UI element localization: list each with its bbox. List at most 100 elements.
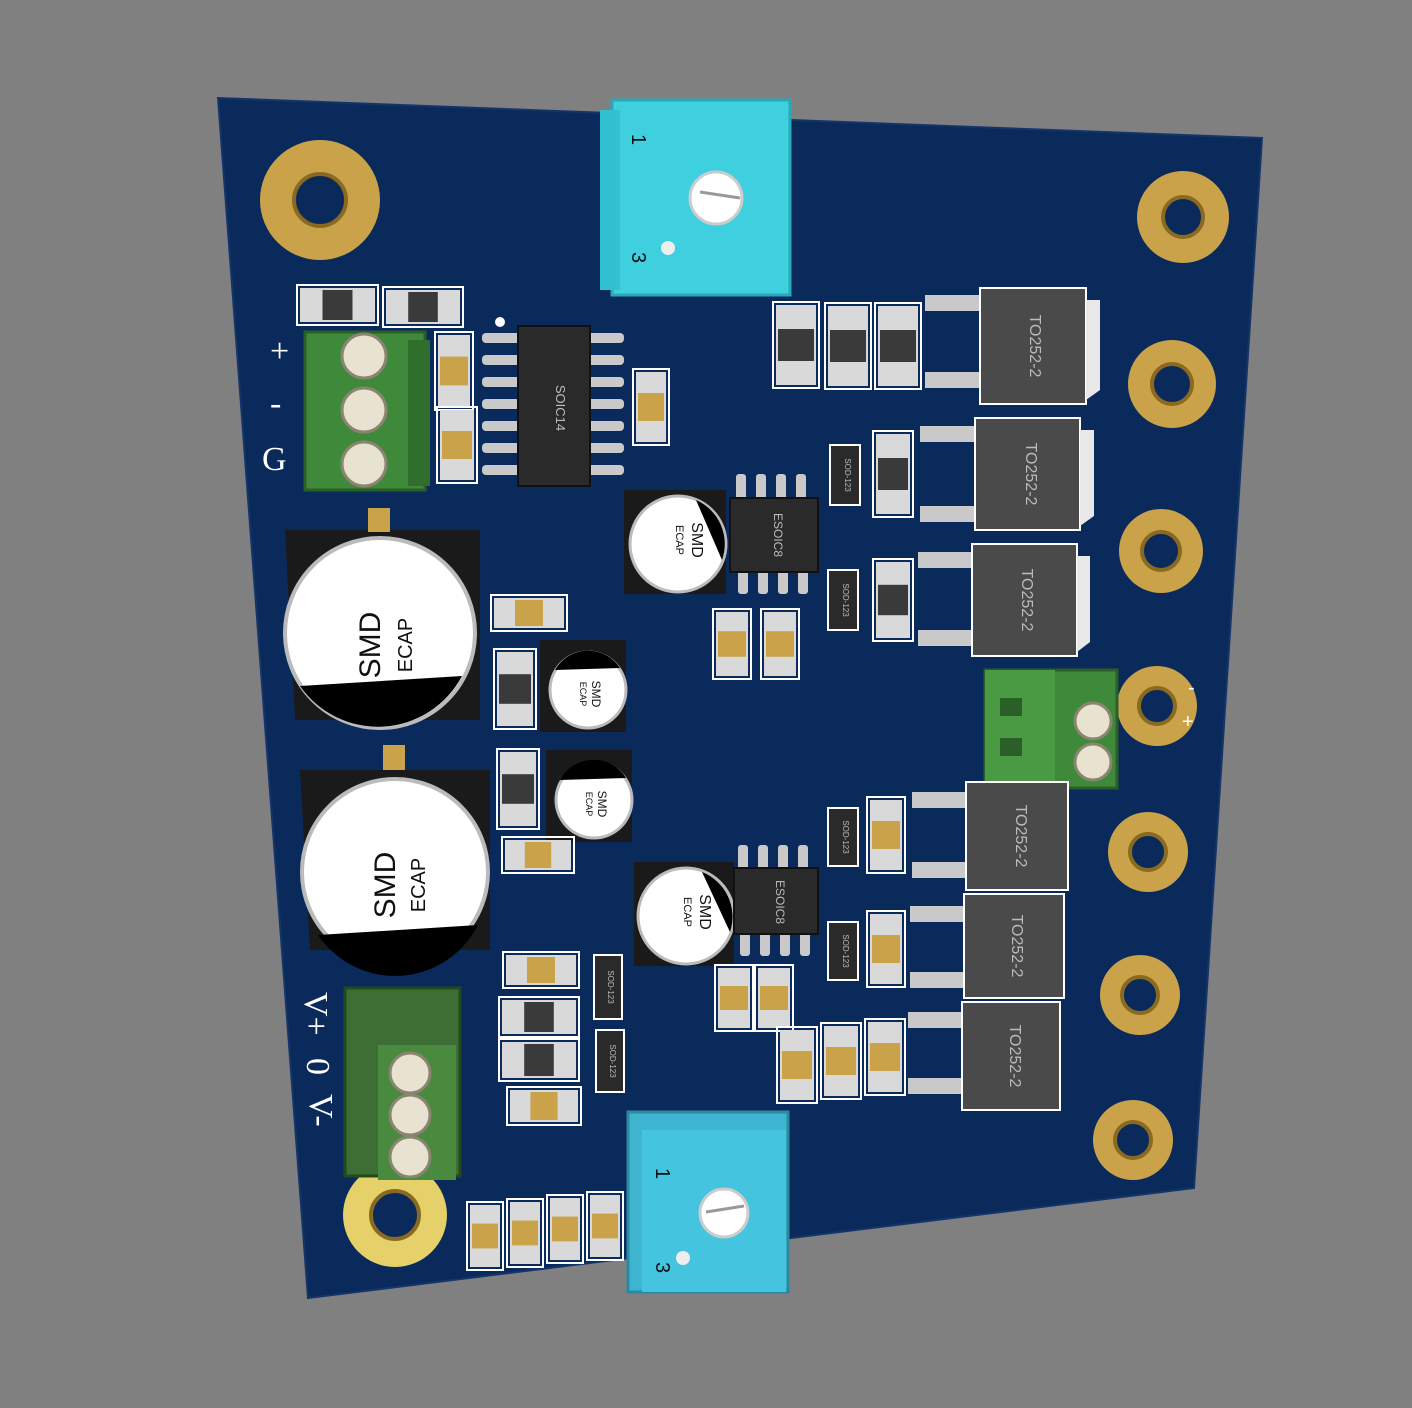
silk-zero: 0 [299,1058,336,1075]
smd-component [872,558,914,642]
capacitor-small-3: SMD ECAP [624,490,728,594]
mounting-hole [1128,340,1216,428]
ic-esoic8-bottom: ESOIC8 [733,845,819,956]
mounting-hole [343,1163,447,1267]
diode-label: SOD-123 [841,820,850,854]
mounting-hole [1093,1100,1173,1180]
silk-vplus: V+ [297,992,334,1036]
regulator-6-label: TO252-2 [1006,1025,1023,1088]
mounting-hole [260,140,380,260]
smd-component [864,1018,906,1096]
smd-component [382,286,464,328]
smd-component [824,302,872,390]
smd-component [496,748,540,830]
smd-component [754,964,794,1032]
ic-soic14: SOIC14 [482,317,624,487]
regulator-5-label: TO252-2 [1008,915,1025,978]
regulator-4: TO252-2 [912,781,1069,891]
regulator-6: TO252-2 [908,1001,1061,1111]
terminal-block-supply [343,986,462,1180]
trimmer-top-pin1: 1 [627,134,649,145]
regulator-2-label: TO252-2 [1022,443,1039,506]
terminal-block-output: - + [983,668,1195,790]
cap-small-4-line2: ECAP [681,897,693,927]
cap-large-1-line2: ECAP [395,618,417,672]
smd-component [506,1198,544,1268]
smd-component [498,996,580,1038]
silk-plus: + [270,333,289,370]
smd-component [772,301,820,389]
cap-small-2-line1: SMD [595,791,609,818]
smd-component [490,594,568,632]
diode-sod123: SOD-123 [595,1029,625,1093]
trimmer-top: 1 3 [600,98,792,297]
smd-component [586,1191,624,1261]
cap-small-3-line1: SMD [688,522,705,558]
diode-label: SOD-123 [608,1044,617,1078]
capacitor-small-1: SMD ECAP [540,640,628,732]
diode-label: SOD-123 [606,970,615,1004]
smd-passives [296,284,922,1271]
cap-large-2-line2: ECAP [408,858,430,912]
mounting-hole [1117,666,1197,746]
smd-component [466,1201,504,1271]
cap-large-2-line1: SMD [369,852,402,919]
cap-large-1-line1: SMD [354,612,387,679]
capacitor-small-2: SMD ECAP [546,750,634,842]
smd-component [546,1194,584,1264]
regulator-1-label: TO252-2 [1026,315,1043,378]
silk-minus: - [270,385,281,422]
smd-component [434,331,474,411]
silk-out-plus: + [1182,711,1194,733]
silk-vminus: V- [302,1094,339,1127]
silk-ground: G [262,441,287,478]
trimmer-bottom-pin1: 1 [651,1168,673,1179]
smd-component [776,1026,818,1104]
smd-component [502,951,580,989]
mounting-holes [260,140,1229,1267]
smd-component [501,836,575,874]
diode-sod123: SOD-123 [827,921,859,981]
cap-small-1-line1: SMD [589,681,603,708]
trimmer-top-pin3: 3 [627,252,649,263]
regulator-3: TO252-2 [918,543,1090,657]
trimmer-bottom: 1 3 [626,1110,790,1294]
diode-sod123: SOD-123 [593,954,623,1020]
ic-esoic8-top: ESOIC8 [729,474,819,594]
ic-soic14-label: SOIC14 [553,385,568,431]
smd-component [712,608,752,680]
silk-out-minus: - [1188,677,1195,699]
smd-component [506,1086,582,1126]
smd-component [760,608,800,680]
diode-label: SOD-123 [841,934,850,968]
mounting-hole [1108,812,1188,892]
smd-component [874,302,922,390]
mounting-hole [1100,955,1180,1035]
capacitor-large-1: SMD ECAP [283,508,480,730]
smd-component [866,796,906,874]
mounting-hole [1137,171,1229,263]
smd-component [632,368,670,446]
regulator-1: TO252-2 [925,287,1100,405]
regulator-3-label: TO252-2 [1018,569,1035,632]
smd-component [866,910,906,988]
regulator-2: TO252-2 [920,417,1094,531]
ic-esoic8-bottom-label: ESOIC8 [773,880,787,924]
regulator-4-label: TO252-2 [1012,805,1029,868]
trimmer-bottom-pin3: 3 [651,1262,673,1273]
smd-component [498,1038,580,1082]
cap-small-3-line2: ECAP [673,525,685,555]
diode-sod123: SOD-123 [827,569,859,631]
diode-sod123: SOD-123 [827,807,859,867]
cap-small-1-line2: ECAP [578,682,588,707]
smd-component [820,1022,862,1100]
cap-small-4-line1: SMD [696,894,713,930]
capacitor-small-4: SMD ECAP [634,862,736,966]
smd-component [493,648,537,730]
capacitor-large-2: SMD ECAP [300,745,490,976]
diodes-sod123: SOD-123 SOD-123 SOD-123 SOD-123 SOD-123 … [593,444,861,1093]
smd-component [296,284,379,326]
cap-small-2-line2: ECAP [584,792,594,817]
smd-component [714,964,754,1032]
